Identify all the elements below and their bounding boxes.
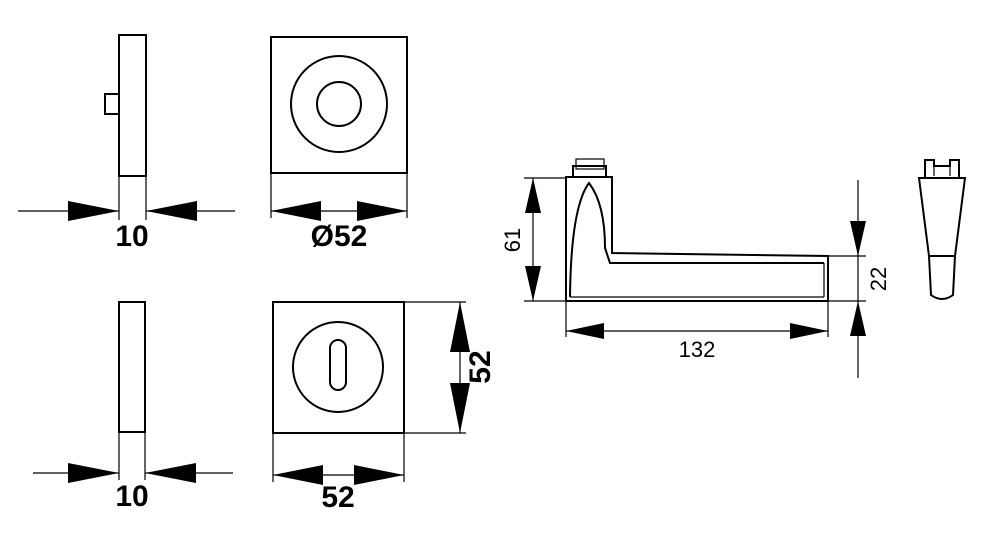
- rosette-thickness-label: 10: [115, 220, 148, 253]
- escutcheon-height-label: 52: [464, 350, 497, 383]
- escutcheon-width-label: 52: [321, 481, 354, 514]
- lever-length-label: 132: [679, 337, 716, 362]
- lever-height-label: 61: [500, 228, 525, 252]
- lever-height-dimension: 61: [500, 177, 566, 302]
- lever-length-dimension: 132: [565, 301, 829, 362]
- escutcheon-side-view: [118, 301, 146, 433]
- rosette-front-view: [270, 36, 408, 174]
- escutcheon-front-view: [272, 301, 405, 434]
- lever-end-view: [917, 159, 967, 300]
- rosette-side-view: [104, 34, 147, 177]
- rosette-thickness-dimension: 10: [18, 176, 235, 253]
- lever-grip-height-label: 22: [866, 267, 891, 291]
- rosette-diameter-dimension: Ø52: [270, 173, 408, 253]
- lever-side-view: [565, 158, 829, 302]
- escutcheon-height-dimension: 52: [404, 301, 497, 434]
- rosette-diameter-label: Ø52: [311, 220, 368, 253]
- escutcheon-thickness-dimension: 10: [33, 432, 233, 513]
- escutcheon-thickness-label: 10: [115, 480, 148, 513]
- lever-grip-height-dimension: 22: [828, 180, 891, 378]
- escutcheon-width-dimension: 52: [272, 433, 405, 514]
